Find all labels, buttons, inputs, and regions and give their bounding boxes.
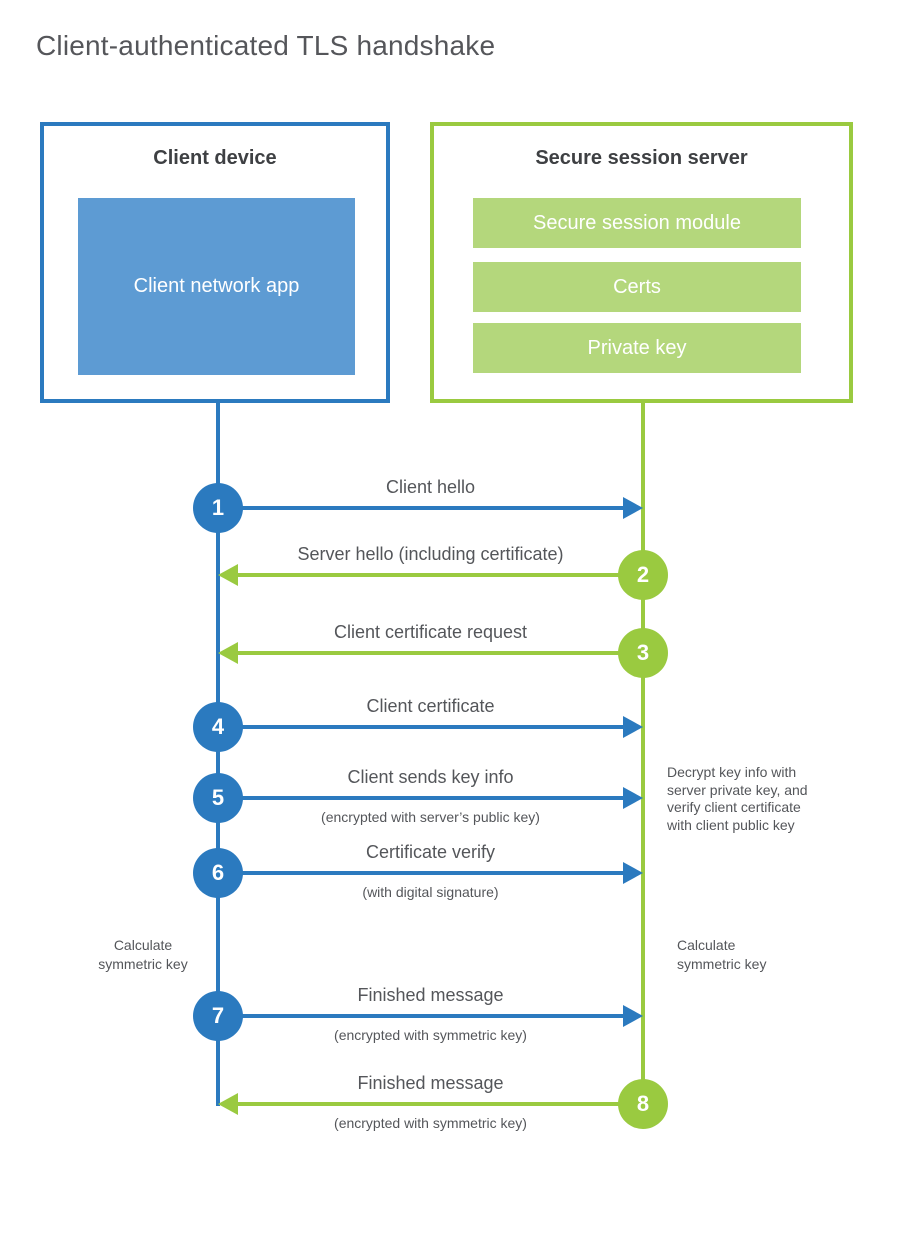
page-title: Client-authenticated TLS handshake — [36, 30, 496, 61]
arrowhead-icon — [218, 642, 238, 664]
step-circle: 4 — [193, 702, 243, 752]
step-circle: 2 — [618, 550, 668, 600]
message-label: Client sends key info — [347, 767, 514, 787]
message-label: Server hello (including certificate) — [297, 544, 564, 564]
message-label: Client hello — [385, 477, 476, 497]
server-module-private-key: Private key — [473, 323, 801, 373]
message-label: Finished message — [357, 1073, 504, 1093]
note-decrypt-key-info: Decrypt key info with server private key… — [667, 764, 808, 833]
server-module-certs: Certs — [473, 262, 801, 312]
client-device-title: Client device — [153, 147, 277, 169]
message-arrow-line — [218, 871, 623, 875]
step-circle: 3 — [618, 628, 668, 678]
arrowhead-icon — [623, 497, 643, 519]
step-circle: 1 — [193, 483, 243, 533]
note-calculate-symmetric-key-client: Calculate symmetric key — [98, 937, 188, 972]
server-lifeline — [641, 403, 645, 1104]
message-arrow-line — [218, 796, 623, 800]
note-calculate-symmetric-key-server: Calculate symmetric key — [677, 937, 767, 972]
message-arrow-line — [238, 1102, 643, 1106]
message-sublabel: (encrypted with symmetric key) — [334, 1027, 527, 1043]
message-arrow-line — [218, 1014, 623, 1018]
message-sublabel: (encrypted with server’s public key) — [321, 809, 540, 825]
server-module-secure-session: Secure session module — [473, 198, 801, 248]
message-arrow-line — [218, 506, 623, 510]
secure-session-server-title: Secure session server — [535, 147, 748, 169]
step-circle: 7 — [193, 991, 243, 1041]
arrowhead-icon — [623, 716, 643, 738]
message-arrow-line — [238, 573, 643, 577]
client-lifeline — [216, 403, 220, 1106]
arrowhead-icon — [218, 564, 238, 586]
message-arrow-line — [218, 725, 623, 729]
client-network-app-label: Client network app — [133, 275, 300, 297]
step-circle: 5 — [193, 773, 243, 823]
message-sublabel: (with digital signature) — [362, 884, 499, 900]
message-label: Certificate verify — [365, 842, 496, 862]
arrowhead-icon — [623, 1005, 643, 1027]
arrowhead-icon — [623, 787, 643, 809]
message-arrow-line — [238, 651, 643, 655]
message-label: Finished message — [357, 985, 504, 1005]
message-label: Client certificate — [366, 696, 495, 716]
step-circle: 6 — [193, 848, 243, 898]
arrowhead-icon — [218, 1093, 238, 1115]
message-sublabel: (encrypted with symmetric key) — [334, 1115, 527, 1131]
client-network-app-module: Client network app — [78, 198, 355, 375]
arrowhead-icon — [623, 862, 643, 884]
message-label: Client certificate request — [333, 622, 528, 642]
step-circle: 8 — [618, 1079, 668, 1129]
